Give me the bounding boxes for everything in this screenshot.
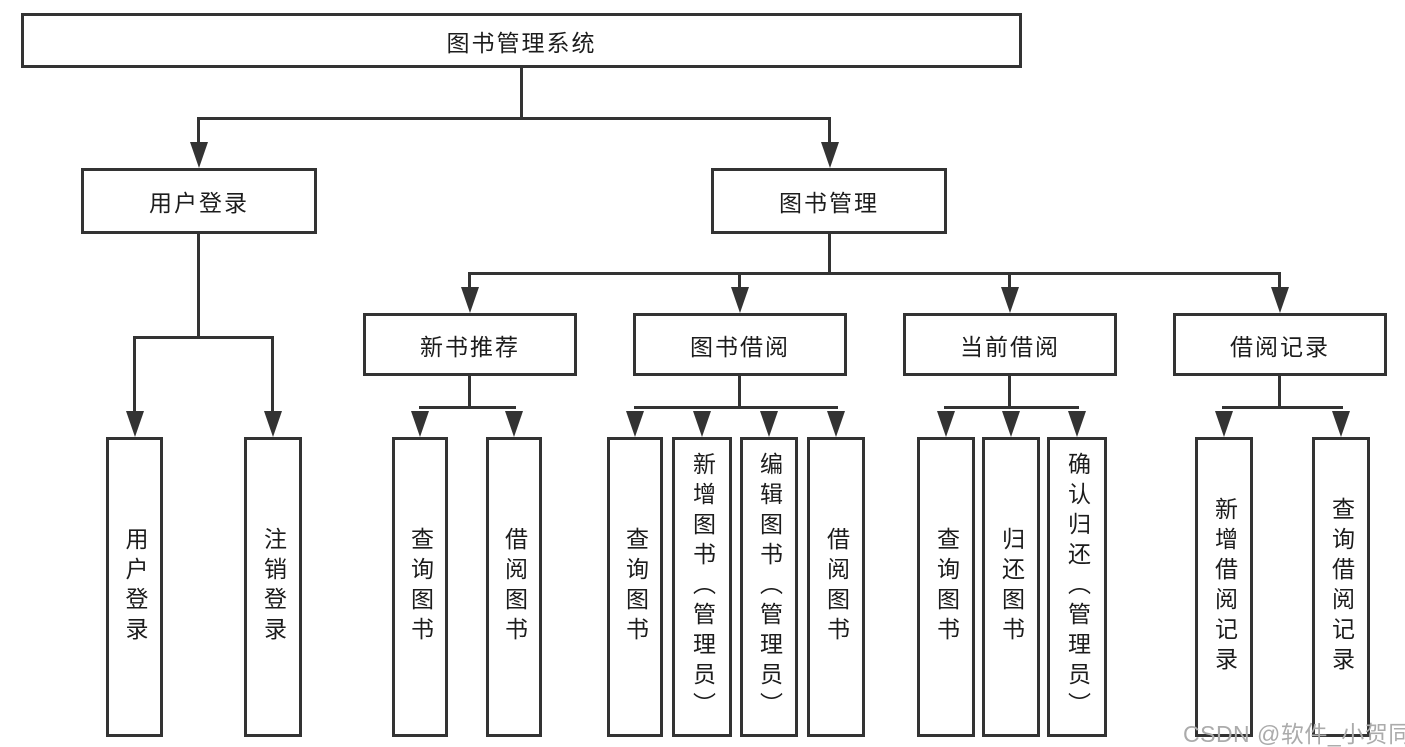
connector-stem-book-management xyxy=(828,117,831,145)
arrow-down-icon xyxy=(693,411,711,437)
leaf-edit-books-admin: 编辑图书（管理员） xyxy=(740,437,798,737)
node-root-label: 图书管理系统 xyxy=(446,29,597,56)
leaf-query-borrow-record-label: 查询借阅记录 xyxy=(1328,497,1355,677)
connector-stem-borrow-records xyxy=(1278,272,1281,289)
connector-current-branch xyxy=(944,406,1079,409)
leaf-return-books: 归还图书 xyxy=(982,437,1040,737)
node-new-book-recommend: 新书推荐 xyxy=(363,313,577,376)
node-current-borrowing: 当前借阅 xyxy=(903,313,1117,376)
node-user-login-label: 用户登录 xyxy=(149,190,249,216)
arrow-down-icon xyxy=(411,411,429,437)
leaf-add-books-admin: 新增图书（管理员） xyxy=(672,437,732,737)
csdn-watermark: CSDN @软件_小贺同学 xyxy=(1183,721,1405,747)
leaf-query-books-recommend-label: 查询图书 xyxy=(407,527,434,647)
leaf-borrow-books-borrowing-label: 借阅图书 xyxy=(823,527,850,647)
leaf-add-borrow-record-label: 新增借阅记录 xyxy=(1211,497,1238,677)
arrow-down-icon xyxy=(626,411,644,437)
arrow-down-icon xyxy=(760,411,778,437)
leaf-query-borrow-record: 查询借阅记录 xyxy=(1312,437,1370,737)
leaf-add-books-admin-label: 新增图书（管理员） xyxy=(689,452,716,722)
leaf-edit-books-admin-label: 编辑图书（管理员） xyxy=(756,452,783,722)
connector-borrowing-stem xyxy=(738,374,741,408)
leaf-query-books-borrowing-label: 查询图书 xyxy=(622,527,649,647)
arrow-down-icon xyxy=(264,411,282,437)
connector-root-stem xyxy=(520,66,523,118)
connector-stem-book-borrowing xyxy=(738,272,741,289)
leaf-borrow-books-recommend-label: 借阅图书 xyxy=(501,527,528,647)
node-book-borrowing-label: 图书借阅 xyxy=(690,333,790,360)
node-new-book-recommend-label: 新书推荐 xyxy=(420,333,520,360)
leaf-query-books-borrowing: 查询图书 xyxy=(607,437,663,737)
connector-book-management-branch xyxy=(468,272,1281,275)
leaf-query-books-recommend: 查询图书 xyxy=(392,437,448,737)
arrow-down-icon xyxy=(731,287,749,313)
node-book-management: 图书管理 xyxy=(711,168,947,234)
connector-stem-leaf-logout xyxy=(271,336,274,413)
arrow-down-icon xyxy=(1332,411,1350,437)
arrow-down-icon xyxy=(461,287,479,313)
arrow-down-icon xyxy=(821,142,839,168)
arrow-down-icon xyxy=(1068,411,1086,437)
connector-book-management-stem xyxy=(828,232,831,274)
leaf-confirm-return-admin-label: 确认归还（管理员） xyxy=(1064,452,1091,722)
arrow-down-icon xyxy=(1002,411,1020,437)
arrow-down-icon xyxy=(1271,287,1289,313)
connector-stem-leaf-user-login xyxy=(133,336,136,413)
connector-user-login-branch xyxy=(133,336,274,339)
node-borrow-records: 借阅记录 xyxy=(1173,313,1387,376)
connector-stem-current-borrowing xyxy=(1008,272,1011,289)
arrow-down-icon xyxy=(1215,411,1233,437)
connector-stem-user-login xyxy=(197,117,200,145)
leaf-borrow-books-recommend: 借阅图书 xyxy=(486,437,542,737)
leaf-user-login-label: 用户登录 xyxy=(122,527,148,647)
connector-borrowing-branch xyxy=(634,406,838,409)
connector-root-branch xyxy=(198,117,831,120)
leaf-user-login: 用户登录 xyxy=(106,437,163,737)
node-root: 图书管理系统 xyxy=(21,13,1022,68)
leaf-query-books-current: 查询图书 xyxy=(917,437,975,737)
connector-user-login-stem xyxy=(197,232,200,338)
leaf-logout: 注销登录 xyxy=(244,437,302,737)
leaf-query-books-current-label: 查询图书 xyxy=(933,527,960,647)
leaf-add-borrow-record: 新增借阅记录 xyxy=(1195,437,1253,737)
node-borrow-records-label: 借阅记录 xyxy=(1230,333,1330,360)
leaf-borrow-books-borrowing: 借阅图书 xyxy=(807,437,865,737)
node-book-borrowing: 图书借阅 xyxy=(633,313,847,376)
connector-stem-new-book-recommend xyxy=(468,272,471,289)
node-user-login: 用户登录 xyxy=(81,168,317,234)
arrow-down-icon xyxy=(505,411,523,437)
node-book-management-label: 图书管理 xyxy=(779,190,879,216)
arrow-down-icon xyxy=(937,411,955,437)
leaf-logout-label: 注销登录 xyxy=(260,527,287,647)
arrow-down-icon xyxy=(1001,287,1019,313)
arrow-down-icon xyxy=(827,411,845,437)
connector-records-stem xyxy=(1278,374,1281,408)
leaf-confirm-return-admin: 确认归还（管理员） xyxy=(1047,437,1107,737)
connector-records-branch xyxy=(1222,406,1343,409)
arrow-down-icon xyxy=(126,411,144,437)
arrow-down-icon xyxy=(190,142,208,168)
connector-current-stem xyxy=(1008,374,1011,408)
leaf-return-books-label: 归还图书 xyxy=(998,527,1025,647)
node-current-borrowing-label: 当前借阅 xyxy=(960,333,1060,360)
connector-recommend-stem xyxy=(468,374,471,408)
connector-recommend-branch xyxy=(419,406,516,409)
